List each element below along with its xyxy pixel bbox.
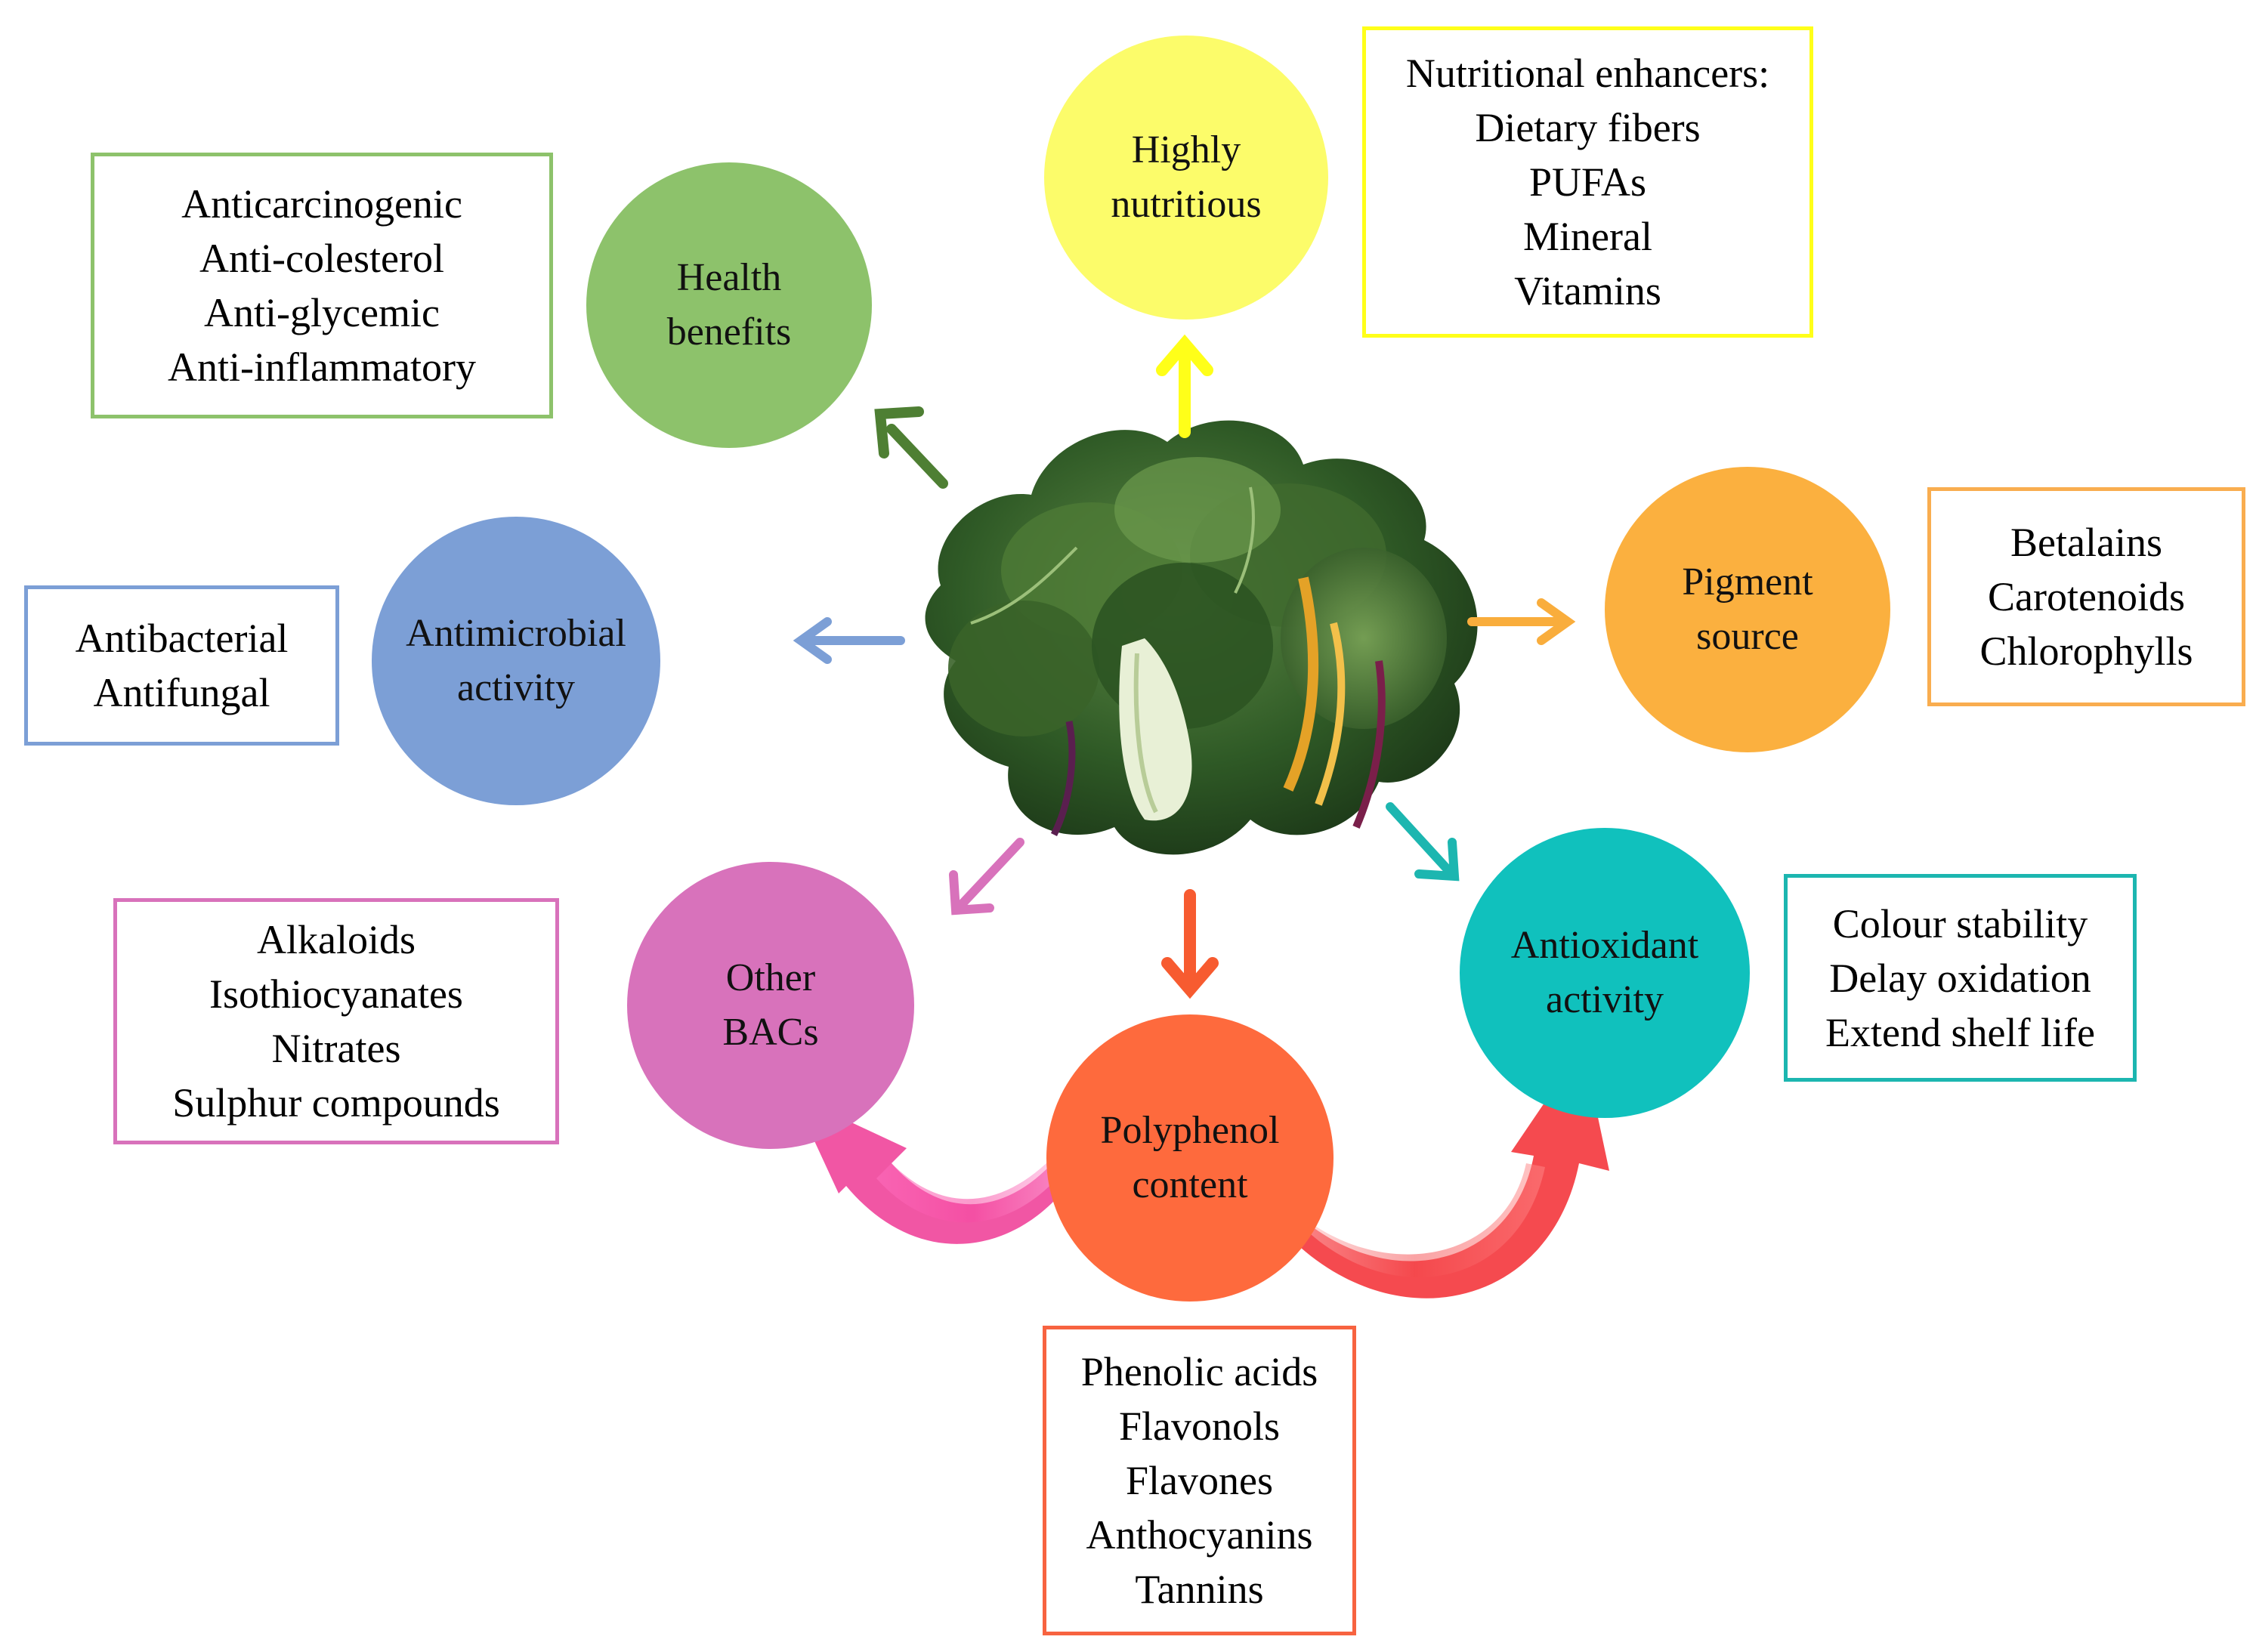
box-line: Chlorophylls [1979,628,2193,674]
label-line: Antioxidant [1510,924,1699,967]
label-line: Other [725,956,816,999]
box-line: Anticarcinogenic [181,181,462,227]
box-line: PUFAs [1528,159,1647,205]
label-line: benefits [666,310,792,354]
arrow-to-highly-nutritious [1156,334,1213,438]
box-line: Anti-glycemic [204,290,440,335]
box-line: Carotenoids [1988,574,2185,619]
label-line: activity [1546,978,1664,1021]
box-line: Antifungal [93,670,270,715]
box-line: Flavonols [1118,1403,1281,1449]
box-line: Vitamins [1514,268,1661,313]
box-line: Alkaloids [257,917,416,962]
arrow-to-antimicrobial [793,617,905,664]
box-line: Nitrates [271,1026,401,1071]
circle-pigment-source: Pigment source [1605,467,1890,752]
label-line: activity [457,666,575,709]
box-line: Sulphur compounds [172,1080,500,1126]
box-line: Flavones [1126,1458,1273,1503]
circle-polyphenol-content: Polyphenol content [1046,1014,1334,1302]
arrow-to-antioxidant [1386,802,1460,882]
box-line: Betalains [2010,520,2162,565]
box-line: Anti-colesterol [199,236,444,281]
arrow-to-health-benefits [874,406,948,489]
box-health-benefits: Anticarcinogenic Anti-colesterol Anti-gl… [91,153,553,418]
label-line: Antimicrobial [406,612,626,655]
box-line: Antibacterial [75,616,289,661]
box-line: Phenolic acids [1080,1349,1318,1394]
box-line: Isothiocyanates [209,971,463,1017]
box-pigments: Betalains Carotenoids Chlorophylls [1927,487,2245,706]
curved-arrow-to-antioxidant [1277,1046,1609,1298]
box-line: Mineral [1523,214,1652,259]
arrow-to-other-bacs [949,838,1024,916]
box-line: Anti-inflammatory [168,344,476,390]
box-line: Delay oxidation [1829,955,2091,1001]
curved-arrow-to-antioxidant-highlight [1284,1163,1545,1277]
curved-arrow-to-other-bacs-highlight [876,1152,1069,1223]
circle-antioxidant-activity: Antioxidant activity [1460,828,1750,1118]
box-other-bacs: Alkaloids Isothiocyanates Nitrates Sulph… [113,898,559,1144]
label-line: BACs [722,1011,819,1054]
box-nutritional-enhancers: Nutritional enhancers: Dietary fibers PU… [1362,26,1813,338]
circle-antimicrobial-activity: Antimicrobial activity [372,517,660,805]
box-line: Extend shelf life [1825,1009,2095,1055]
box-line: Colour stability [1832,900,2088,946]
box-line: Dietary fibers [1475,105,1701,150]
label-line: Polyphenol [1100,1109,1280,1152]
arrow-to-polyphenol [1161,889,1219,999]
box-polyphenols: Phenolic acids Flavonols Flavones Anthoc… [1043,1326,1356,1635]
circle-health-benefits: Health benefits [586,162,872,448]
box-line: Anthocyanins [1086,1512,1313,1558]
label-line: Highly [1131,128,1241,171]
box-antioxidant: Colour stability Delay oxidation Extend … [1784,874,2137,1082]
label-line: source [1696,615,1799,658]
circle-other-bacs: Other BACs [627,862,914,1149]
label-line: content [1132,1163,1248,1206]
arrow-to-pigment-source [1467,598,1576,645]
circle-highly-nutritious: Highly nutritious [1044,36,1328,320]
box-line: Tannins [1135,1567,1264,1612]
label-line: nutritious [1111,183,1262,226]
box-line: Nutritional enhancers: [1405,51,1770,96]
label-line: Pigment [1682,560,1813,604]
label-line: Health [676,256,782,299]
box-antimicrobial: Antibacterial Antifungal [24,585,339,746]
leafy-greens-image [925,420,1478,855]
